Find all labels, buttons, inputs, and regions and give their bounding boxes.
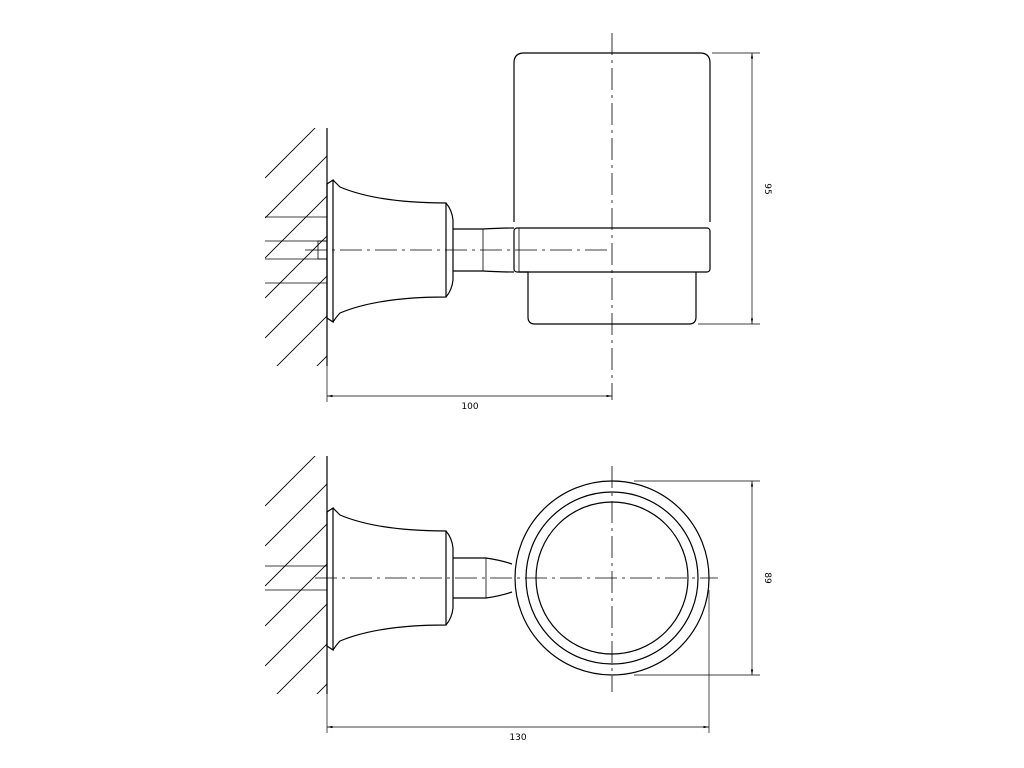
- wall-flange: [326, 178, 334, 324]
- wall-screws: [265, 565, 327, 591]
- wall-hatching: [265, 128, 327, 366]
- wall-flange: [326, 506, 334, 652]
- glass-base: [519, 271, 697, 325]
- height-dimension: 95: [698, 52, 772, 325]
- length-dimension: 130: [326, 590, 710, 743]
- length-dimension-label: 130: [509, 733, 526, 743]
- wall-hatching: [265, 456, 327, 694]
- diameter-dimension: 89: [634, 480, 772, 676]
- plan-view: 89 130: [265, 456, 772, 743]
- diameter-dimension-label: 89: [762, 572, 772, 584]
- mount-collar: [445, 530, 454, 626]
- mount-body: [332, 179, 447, 323]
- mount-body: [332, 507, 447, 651]
- holder-arm: [453, 557, 513, 599]
- height-dimension-label: 95: [762, 183, 772, 194]
- length-dimension: 100: [326, 366, 612, 412]
- side-view: 95 100: [265, 33, 772, 412]
- length-dimension-label: 100: [461, 402, 478, 412]
